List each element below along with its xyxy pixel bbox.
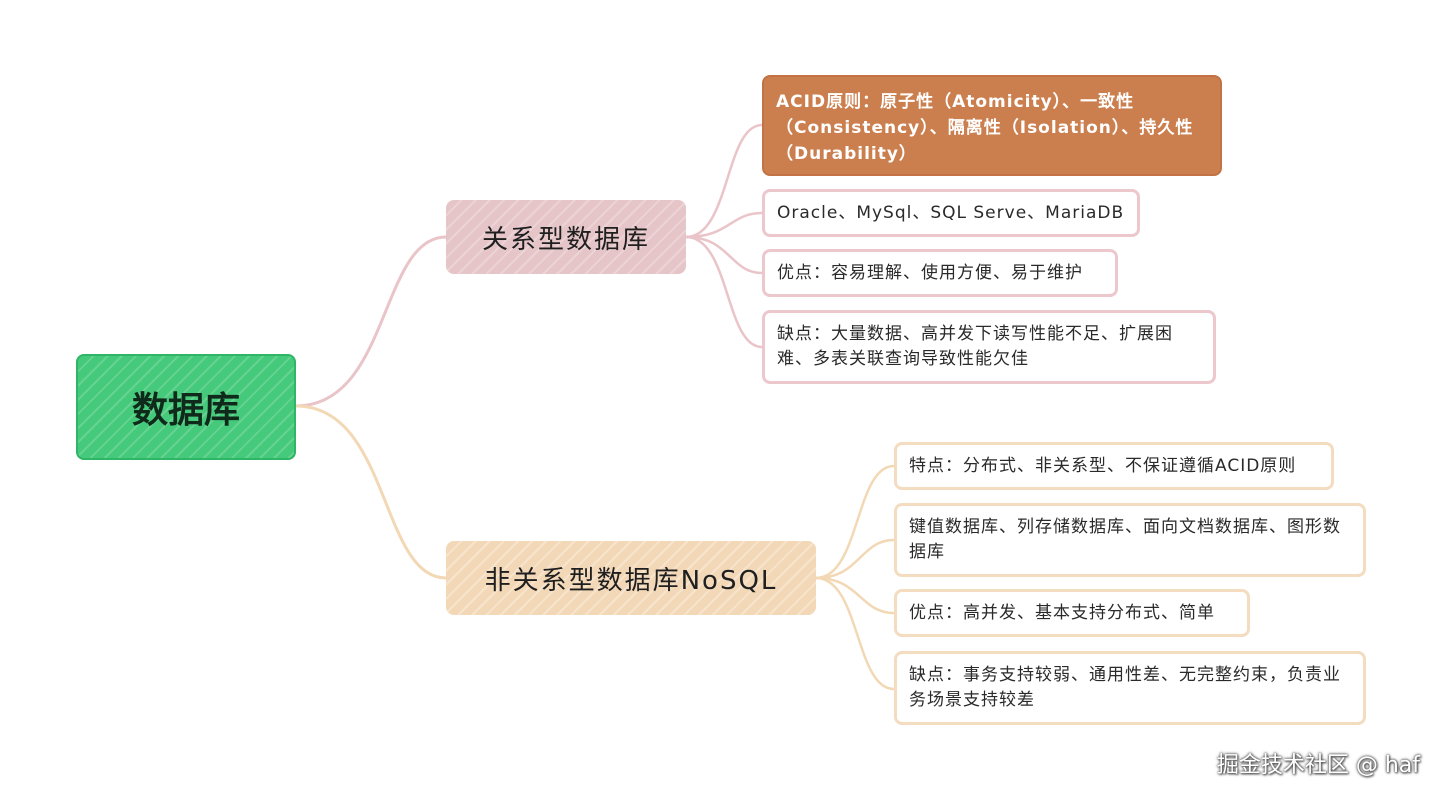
connector-rel-1 [685, 123, 763, 239]
connector-root-relational [295, 235, 447, 408]
branch-nosql[interactable]: 非关系型数据库NoSQL [446, 541, 816, 615]
branch-relational[interactable]: 关系型数据库 [446, 200, 686, 274]
leaf-rel-cons[interactable]: 缺点：大量数据、高并发下读写性能不足、扩展困难、多表关联查询导致性能欠佳 [762, 310, 1216, 384]
connector-nosql-3 [815, 576, 895, 615]
leaf-rel-products[interactable]: Oracle、MySql、SQL Serve、MariaDB [762, 189, 1140, 237]
leaf-nosql-pros[interactable]: 优点：高并发、基本支持分布式、简单 [894, 589, 1250, 637]
leaf-nosql-features[interactable]: 特点：分布式、非关系型、不保证遵循ACID原则 [894, 442, 1334, 490]
connector-nosql-1 [815, 464, 895, 580]
leaf-rel-pros-text: 优点：容易理解、使用方便、易于维护 [777, 263, 1083, 283]
connector-rel-3 [685, 235, 763, 275]
leaf-nosql-pros-text: 优点：高并发、基本支持分布式、简单 [909, 603, 1215, 623]
leaf-rel-cons-text: 缺点：大量数据、高并发下读写性能不足、扩展困难、多表关联查询导致性能欠佳 [777, 324, 1173, 369]
leaf-rel-pros[interactable]: 优点：容易理解、使用方便、易于维护 [762, 249, 1118, 297]
root-node[interactable]: 数据库 [76, 354, 296, 460]
branch-nosql-label: 非关系型数据库NoSQL [484, 565, 778, 596]
root-label: 数据库 [131, 390, 240, 431]
leaf-rel-products-text: Oracle、MySql、SQL Serve、MariaDB [777, 203, 1125, 223]
leaf-acid[interactable]: ACID原则：原子性（Atomicity）、一致性（Consistency）、隔… [762, 75, 1222, 176]
leaf-acid-text: ACID原则：原子性（Atomicity）、一致性（Consistency）、隔… [776, 92, 1194, 164]
connector-root-nosql [295, 404, 447, 580]
leaf-nosql-types[interactable]: 键值数据库、列存储数据库、面向文档数据库、图形数据库 [894, 503, 1366, 577]
connector-nosql-2 [815, 538, 895, 580]
watermark: 掘金技术社区 @ haf [1216, 753, 1420, 778]
connector-nosql-4 [815, 576, 895, 691]
leaf-nosql-features-text: 特点：分布式、非关系型、不保证遵循ACID原则 [909, 456, 1297, 476]
connector-rel-4 [685, 235, 763, 349]
connector-rel-2 [685, 211, 763, 239]
leaf-nosql-cons-text: 缺点：事务支持较弱、通用性差、无完整约束，负责业务场景支持较差 [909, 665, 1341, 710]
branch-relational-label: 关系型数据库 [481, 224, 650, 255]
leaf-nosql-types-text: 键值数据库、列存储数据库、面向文档数据库、图形数据库 [909, 517, 1341, 562]
leaf-nosql-cons[interactable]: 缺点：事务支持较弱、通用性差、无完整约束，负责业务场景支持较差 [894, 651, 1366, 725]
